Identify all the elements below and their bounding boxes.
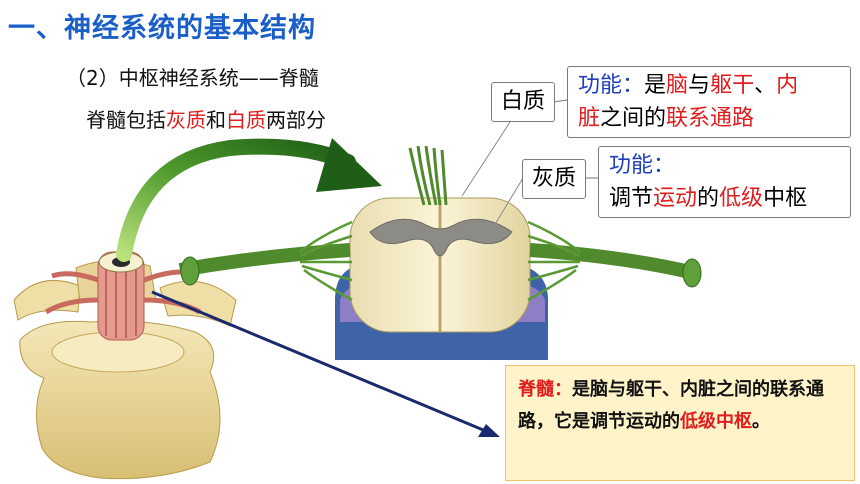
intro-text: 脊髓包括灰质和白质两部分 — [86, 104, 326, 133]
intro-gray-matter: 灰质 — [166, 108, 206, 132]
white-function-brain: 脑 — [666, 73, 689, 98]
page-title: 一、神经系统的基本结构 — [8, 13, 316, 44]
white-function-viscera-1: 内 — [776, 73, 799, 98]
white-function-trunk: 躯干 — [710, 73, 755, 98]
intro-p3: 两部分 — [266, 108, 326, 132]
gray-function-p2: 的 — [697, 186, 720, 211]
white-matter-function-box: 功能：是脑与躯干、内脏之间的联系通路 — [567, 66, 851, 138]
gray-function-movement: 运动 — [653, 186, 698, 211]
gray-matter-label: 灰质 — [522, 159, 586, 199]
spinal-cord-cross-section — [178, 145, 702, 360]
white-function-p1: 是 — [644, 73, 667, 98]
spinal-cord-summary-note: 脊髓：是脑与躯干、内脏之间的联系通路，它是调节运动的低级中枢。 — [505, 365, 855, 481]
gray-function-label: 功能： — [609, 153, 676, 178]
vertebra-image — [13, 251, 237, 480]
subtitle: （2）中枢神经系统——脊髓 — [66, 66, 319, 90]
white-label-connector — [552, 99, 568, 103]
note-text-1: 是脑与躯干、内脏之间的联系通路， — [518, 379, 824, 432]
navy-arrow — [151, 290, 500, 437]
gray-matter-function-box: 功能： 调节运动的低级中枢 — [598, 146, 851, 218]
white-function-p2: 与 — [688, 73, 711, 98]
intro-p2: 和 — [206, 108, 226, 132]
white-function-viscera-2: 脏 — [578, 106, 601, 131]
gray-function-p1: 调节 — [609, 186, 654, 211]
white-function-pathway: 联系通路 — [666, 106, 755, 131]
white-function-label: 功能： — [578, 73, 645, 98]
gray-function-low: 低级 — [719, 186, 764, 211]
note-label: 脊髓： — [518, 379, 572, 400]
green-curved-arrow — [116, 138, 382, 262]
note-text-2: 它是调节运动的 — [554, 411, 680, 432]
gray-function-p3: 中枢 — [763, 186, 808, 211]
note-end: 。 — [752, 411, 770, 432]
note-low-center: 低级中枢 — [680, 411, 752, 432]
intro-p1: 脊髓包括 — [86, 108, 166, 132]
white-function-p4: 之间的 — [600, 106, 667, 131]
white-matter-label: 白质 — [491, 82, 555, 122]
intro-white-matter: 白质 — [226, 108, 266, 132]
white-function-p3: 、 — [754, 73, 777, 98]
gray-matter-pointer — [487, 177, 524, 237]
